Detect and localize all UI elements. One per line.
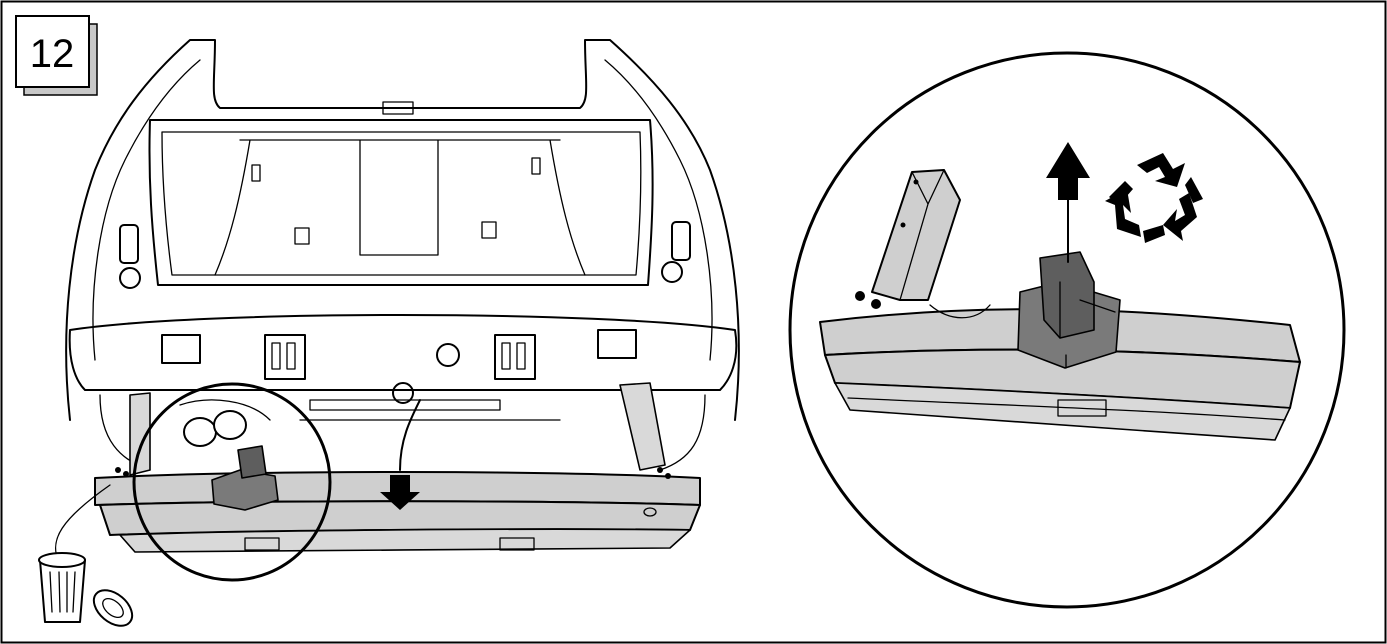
trunk-slot-right: [531, 157, 541, 175]
step-badge: 12: [15, 15, 98, 96]
bracket-right: [494, 334, 536, 380]
panel-cutout-left: [161, 334, 201, 364]
detail-beam-slot: [1057, 399, 1107, 417]
lamp-left: [119, 224, 139, 264]
rear-panel: [68, 314, 738, 391]
trunk-opening: [148, 119, 654, 286]
tow-eye: [392, 382, 414, 404]
trunk-hole-left: [294, 227, 310, 245]
recycle-icon: [1105, 153, 1203, 243]
trash-bin-icon: [38, 484, 134, 627]
trunk-hole-right: [481, 221, 497, 239]
bracket-left: [264, 334, 306, 380]
detail-circle-small: [132, 382, 332, 582]
arrow-down-icon: [380, 399, 421, 510]
clip-part-small: [211, 445, 279, 511]
clip-part-large: [1017, 251, 1121, 369]
trunk-inner: [161, 131, 642, 276]
step-badge-box: [15, 15, 90, 88]
car-body-inner: [92, 59, 713, 361]
step-number: 12: [30, 32, 75, 76]
car-rear-view: [38, 39, 740, 627]
detail-beam-bottom: [834, 382, 1291, 441]
panel-cutout-right: [597, 329, 637, 359]
car-body-outline: [65, 39, 740, 421]
trunk-latch: [382, 101, 414, 115]
trunk-slot-left: [251, 164, 261, 182]
arrow-up-icon: [1046, 142, 1090, 263]
mount-hole-right: [661, 261, 683, 283]
panel-hole-center: [436, 343, 460, 367]
lamp-right: [671, 221, 691, 261]
trunk-floor: [214, 139, 586, 276]
mount-hole-left: [119, 267, 141, 289]
under-body: [99, 394, 706, 471]
detail-view: [788, 51, 1346, 609]
exhaust-pipes: [179, 399, 271, 447]
crash-beam-left: [94, 382, 701, 553]
